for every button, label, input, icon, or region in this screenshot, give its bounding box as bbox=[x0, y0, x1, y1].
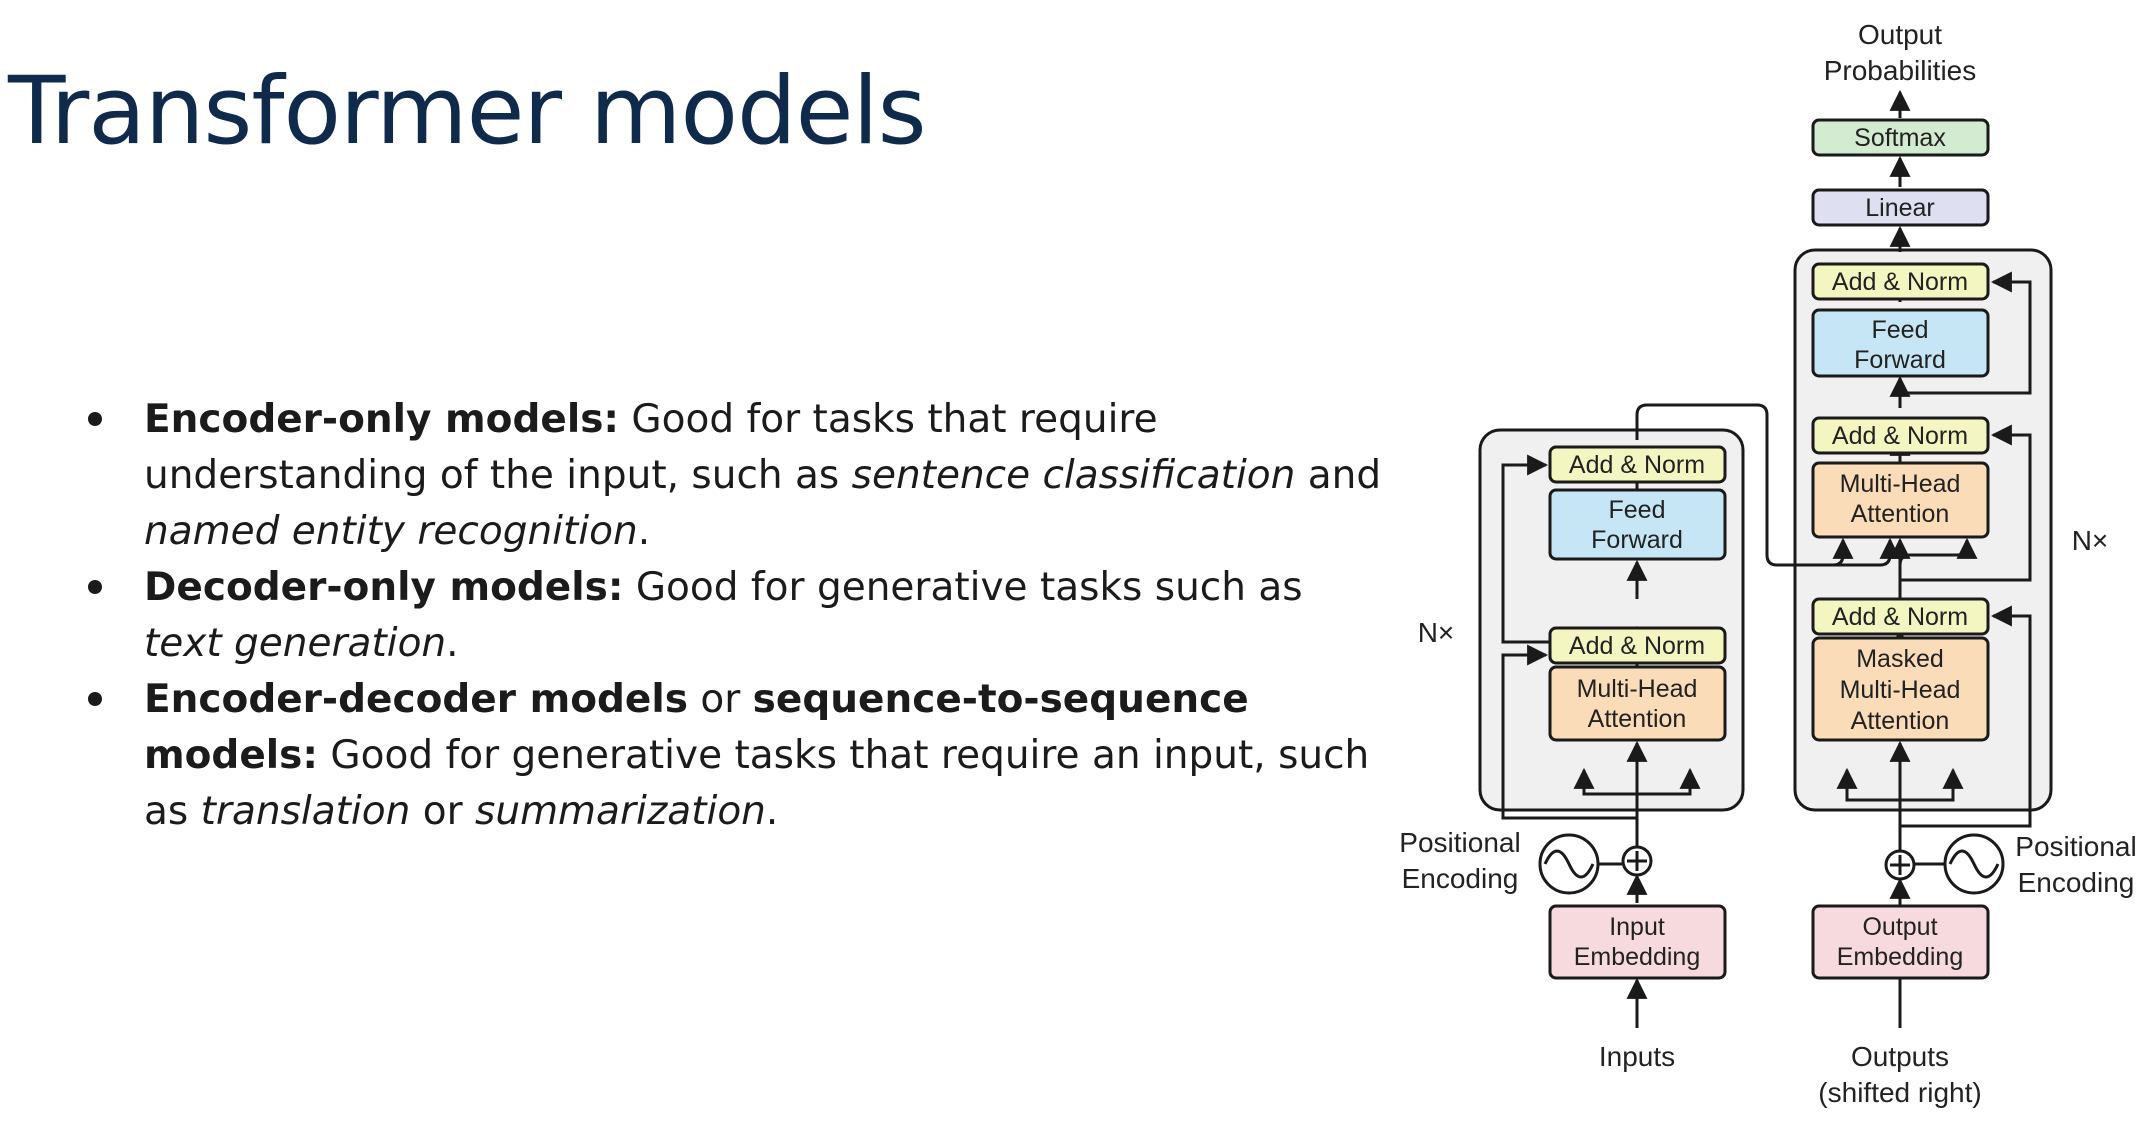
encoder-add-norm-box bbox=[1548, 445, 1727, 484]
decoder-add-norm-box bbox=[1811, 262, 1990, 301]
positional-encoding-icon bbox=[1538, 833, 1600, 895]
add-norm-label: Add & Norm bbox=[1569, 632, 1705, 660]
feed-forward-label: Forward bbox=[1854, 346, 1946, 374]
feed-forward-label: Feed bbox=[1609, 496, 1666, 524]
encoder-stack bbox=[1478, 428, 1745, 812]
add-norm-label: Add & Norm bbox=[1832, 268, 1968, 296]
encoder-add-norm-box bbox=[1548, 626, 1727, 665]
positional-encoding-label: Encoding bbox=[2018, 867, 2135, 898]
linear-box bbox=[1811, 188, 1990, 227]
bullet-encoder-only: Encoder-only models: Good for tasks that… bbox=[80, 392, 1390, 560]
inputs-label: Inputs bbox=[1599, 1041, 1675, 1072]
bullet-bold: Encoder-decoder models bbox=[144, 677, 688, 722]
input-embedding-label: Embedding bbox=[1574, 943, 1700, 971]
encoder-nx-label: N× bbox=[1418, 617, 1455, 648]
output-embedding-box bbox=[1811, 904, 1990, 980]
outputs-label: Outputs bbox=[1851, 1041, 1949, 1072]
encoder-feed-forward-box bbox=[1548, 488, 1727, 561]
encoder-attention-box bbox=[1548, 665, 1727, 742]
positional-encoding-label: Positional bbox=[2015, 831, 2136, 862]
positional-encoding-label: Positional bbox=[1399, 827, 1520, 858]
bullet-text: . bbox=[765, 789, 779, 834]
input-embedding-label: Input bbox=[1609, 913, 1665, 941]
bullet-italic: sentence classification bbox=[851, 453, 1296, 498]
bullet-text: or bbox=[687, 677, 753, 722]
linear-label: Linear bbox=[1865, 194, 1935, 222]
multi-head-label: Attention bbox=[1588, 705, 1687, 733]
output-probabilities-label: Output bbox=[1858, 19, 1942, 50]
bullet-italic: translation bbox=[200, 789, 411, 834]
masked-attention-box bbox=[1811, 636, 1990, 742]
bullet-bold: Encoder-only models: bbox=[144, 397, 620, 442]
masked-label: Multi-Head bbox=[1840, 676, 1961, 704]
bullet-decoder-only: Decoder-only models: Good for generative… bbox=[80, 560, 1390, 672]
add-norm-label: Add & Norm bbox=[1832, 422, 1968, 450]
slide-title: Transformer models bbox=[8, 57, 927, 166]
bullet-text: Good for tasks that require understandin… bbox=[144, 397, 1158, 498]
masked-label: Attention bbox=[1851, 707, 1950, 735]
input-embedding-box bbox=[1548, 904, 1727, 980]
bullet-text: Good for generative tasks that require a… bbox=[144, 733, 1370, 834]
outputs-label: (shifted right) bbox=[1818, 1077, 1981, 1108]
decoder-add-norm-box bbox=[1811, 597, 1990, 636]
softmax-label: Softmax bbox=[1854, 124, 1946, 152]
bullet-text: . bbox=[446, 621, 459, 666]
add-norm-label: Add & Norm bbox=[1832, 603, 1968, 631]
bullet-italic: named entity recognition bbox=[144, 509, 638, 554]
bullet-text: and bbox=[1295, 453, 1382, 498]
bullet-bold: Decoder-only models: bbox=[144, 565, 624, 610]
bullet-text: Good for generative tasks such as bbox=[623, 565, 1303, 610]
decoder-add-norm-box bbox=[1811, 416, 1990, 455]
bullet-text: . bbox=[637, 509, 651, 554]
add-icon bbox=[1884, 849, 1916, 881]
transformer-diagram: Output Probabilities Softmax Linear Add … bbox=[1399, 19, 2136, 1108]
add-norm-label: Add & Norm bbox=[1569, 451, 1705, 479]
bullet-bold: sequence-to-sequence models: bbox=[144, 677, 1249, 778]
feed-forward-label: Feed bbox=[1872, 316, 1929, 344]
softmax-box bbox=[1811, 118, 1990, 157]
add-icon bbox=[1621, 845, 1653, 877]
output-embedding-label: Embedding bbox=[1837, 943, 1963, 971]
output-probabilities-label: Probabilities bbox=[1824, 55, 1977, 86]
multi-head-label: Multi-Head bbox=[1577, 675, 1698, 703]
positional-encoding-label: Encoding bbox=[1402, 863, 1519, 894]
bullet-text: or bbox=[410, 789, 476, 834]
multi-head-label: Attention bbox=[1851, 500, 1950, 528]
bullet-italic: text generation bbox=[144, 621, 447, 666]
bullet-list: Encoder-only models: Good for tasks that… bbox=[80, 392, 1390, 840]
bullet-italic: summarization bbox=[475, 789, 766, 834]
positional-encoding-icon bbox=[1943, 833, 2005, 895]
feed-forward-label: Forward bbox=[1591, 526, 1683, 554]
decoder-feed-forward-box bbox=[1811, 308, 1990, 378]
decoder-cross-attention-box bbox=[1811, 461, 1990, 539]
masked-label: Masked bbox=[1856, 645, 1944, 673]
output-embedding-label: Output bbox=[1862, 913, 1937, 941]
bullet-encoder-decoder: Encoder-decoder models or sequence-to-se… bbox=[80, 672, 1390, 840]
decoder-nx-label: N× bbox=[2072, 525, 2109, 556]
multi-head-label: Multi-Head bbox=[1840, 470, 1961, 498]
